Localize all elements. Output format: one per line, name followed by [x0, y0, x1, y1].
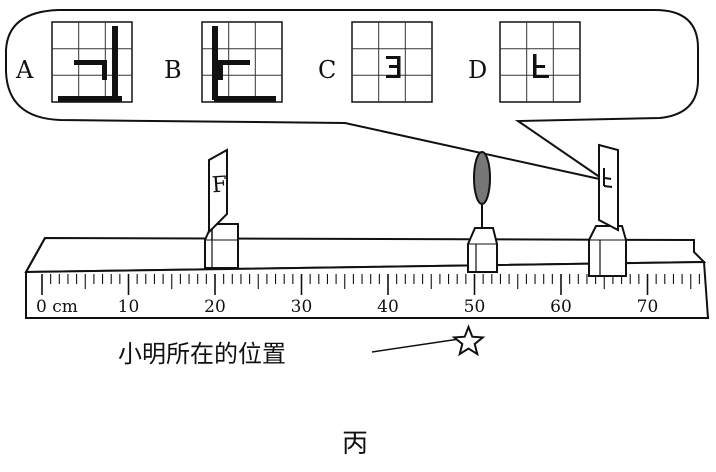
- star-icon: [451, 324, 486, 357]
- option-letter-d: D: [468, 56, 487, 84]
- person-pointer-line: [371, 337, 467, 353]
- lens-holder: [467, 205, 498, 273]
- option-grid-d: [499, 21, 581, 103]
- ruler-ticks: [41, 274, 700, 295]
- option-letter-c: C: [318, 56, 336, 84]
- ruler-labels: 0 cm 10 20 30 40 50 60 70: [36, 297, 658, 317]
- figure-label: 丙: [342, 429, 368, 459]
- ruler-tick-label: 50: [464, 297, 486, 317]
- object-screen-holder: [204, 223, 239, 269]
- convex-lens: [473, 151, 491, 205]
- option-grid-a: [51, 21, 133, 103]
- ruler-tick-label: 70: [637, 297, 659, 317]
- ruler-tick-label: 40: [377, 297, 399, 317]
- ruler-tick-label: 10: [118, 297, 140, 317]
- option-letter-a: A: [15, 56, 34, 84]
- person-position-label: 小明所在的位置: [118, 340, 286, 368]
- option-grid-c: [351, 21, 433, 103]
- object-glyph-f: F: [211, 172, 228, 198]
- option-letter-b: B: [164, 56, 182, 84]
- image-glyph-on-screen: [603, 168, 613, 188]
- ruler-tick-label: 20: [204, 297, 226, 317]
- object-screen: [208, 148, 228, 235]
- ruler-tick-label: 0 cm: [36, 297, 78, 317]
- bench-left-edge: [25, 237, 46, 273]
- image-screen-holder: [588, 225, 627, 277]
- option-grid-b: [201, 21, 283, 103]
- ruler-tick-label: 60: [550, 297, 572, 317]
- ruler-tick-label: 30: [291, 297, 313, 317]
